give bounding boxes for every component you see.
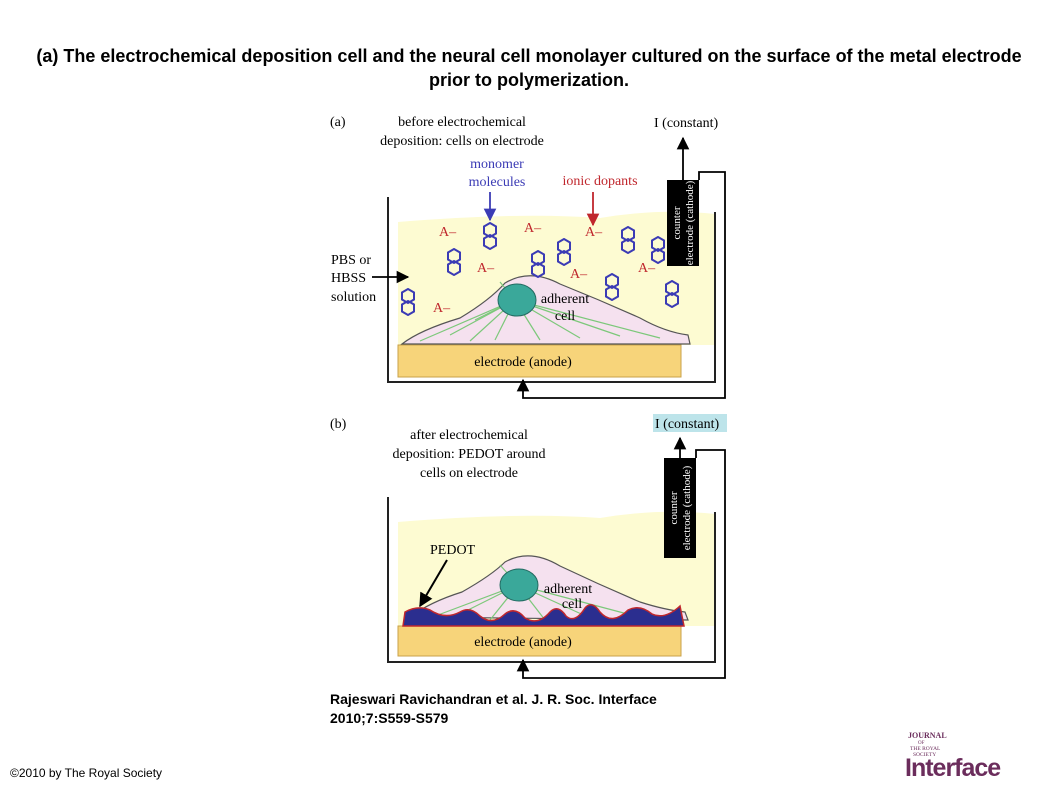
- panel-b-heading-line-3: cells on electrode: [420, 466, 518, 481]
- logo-of-text: OF: [918, 741, 925, 746]
- anion-label: A–: [570, 267, 588, 282]
- monomer-molecules-label: monomer: [470, 157, 524, 172]
- panel-a: (a) before electrochemical deposition: c…: [330, 115, 726, 399]
- logo-interface-text: Interface: [905, 754, 1001, 780]
- counter-electrode-cathode-b: [664, 458, 696, 558]
- panel-a-heading-line-2: deposition: cells on electrode: [380, 134, 544, 149]
- panel-b-heading-line-1: after electrochemical: [410, 428, 528, 443]
- panel-a-label: (a): [330, 115, 346, 130]
- electrode-anode-label-a: electrode (anode): [474, 355, 572, 370]
- logo-journal-text: JOURNAL: [908, 731, 947, 740]
- panel-b-heading-line-2: deposition: PEDOT around: [393, 447, 546, 462]
- anion-label: A–: [524, 221, 542, 236]
- copyright-notice: ©2010 by The Royal Society: [10, 766, 163, 780]
- pedot-deposit: [402, 604, 685, 627]
- anion-label: A–: [477, 261, 495, 276]
- logo-society-text: SOCIETY: [913, 752, 936, 758]
- pedot-label: PEDOT: [430, 543, 476, 558]
- anion-label: A–: [433, 301, 451, 316]
- logo-royal-text: THE ROYAL: [910, 746, 941, 752]
- cell-nucleus-a: [497, 283, 537, 317]
- circuit-wire-b: [516, 449, 726, 679]
- electrode-anode-b: [397, 625, 682, 657]
- panel-b-label: (b): [330, 417, 347, 432]
- beaker-outline-b: [387, 497, 716, 663]
- solution-label-line-2: HBSS: [331, 271, 366, 286]
- panel-b: (b) after electrochemical deposition: PE…: [330, 414, 727, 679]
- counter-electrode-label-a: counter: [671, 206, 683, 239]
- electrode-anode-label-b: electrode (anode): [474, 635, 572, 650]
- electrode-anode-a: [397, 344, 682, 378]
- ionic-dopants-label: ionic dopants: [562, 174, 637, 189]
- adherent-cell-label-b: adherent: [544, 582, 592, 597]
- cell-nucleus-b: [499, 568, 539, 602]
- anion-label: A–: [439, 225, 457, 240]
- monomer-molecules-label-2: molecules: [469, 175, 526, 190]
- counter-electrode-label-b: counter: [668, 491, 680, 524]
- slide-title: (a) The electrochemical deposition cell …: [36, 46, 1022, 90]
- pedot-arrow: [419, 559, 448, 608]
- counter-electrode-label-a-2: electrode (cathode): [684, 180, 696, 265]
- citation: Rajeswari Ravichandran et al. J. R. Soc.…: [330, 691, 657, 726]
- current-label-a: I (constant): [654, 116, 718, 131]
- anion-label: A–: [585, 225, 603, 240]
- panel-a-heading-line-1: before electrochemical: [398, 115, 526, 130]
- journal-logo: JOURNAL OF THE ROYAL SOCIETY Interface: [905, 731, 1002, 780]
- solution-label-line-3: solution: [331, 290, 376, 305]
- solution-label-line-1: PBS or: [331, 253, 371, 268]
- cell-label-a: cell: [555, 309, 575, 324]
- counter-electrode-label-b-2: electrode (cathode): [681, 465, 693, 550]
- counter-electrode-cathode-a: [667, 180, 699, 266]
- current-label-b: I (constant): [655, 417, 719, 432]
- anion-label: A–: [638, 261, 656, 276]
- adherent-cell-label-a: adherent: [541, 292, 589, 307]
- cell-label-b: cell: [562, 597, 582, 612]
- circuit-wire-a: [516, 171, 726, 399]
- current-highlight-b: [653, 414, 727, 432]
- beaker-outline-a: [387, 197, 716, 383]
